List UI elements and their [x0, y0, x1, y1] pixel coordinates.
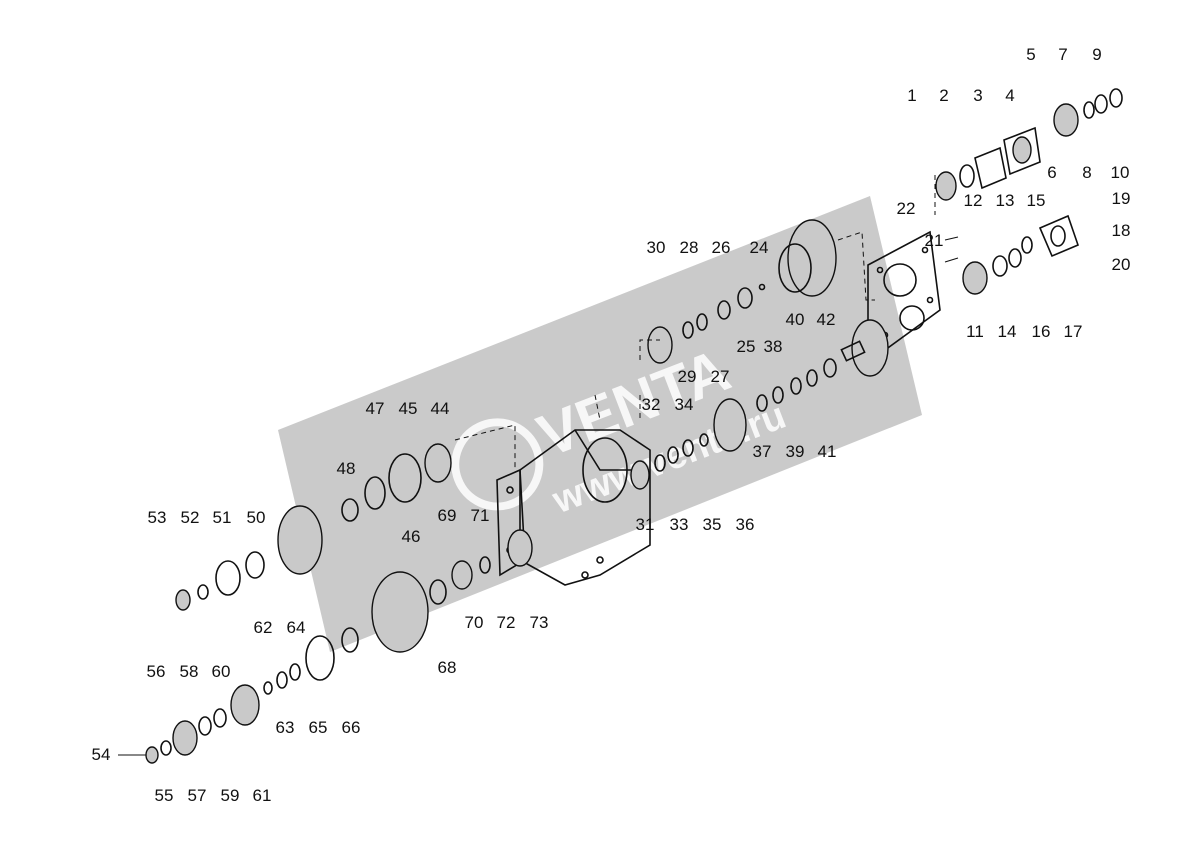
- callout-7: 7: [1058, 45, 1067, 64]
- callout-68: 68: [438, 658, 457, 677]
- callout-2: 2: [939, 86, 948, 105]
- callout-64: 64: [287, 618, 306, 637]
- callout-14: 14: [998, 322, 1017, 341]
- bottom-shaft-group: [118, 627, 359, 764]
- planetary-drum-right: [756, 319, 889, 412]
- callout-13: 13: [996, 191, 1015, 210]
- callout-5: 5: [1026, 45, 1035, 64]
- callout-16: 16: [1032, 322, 1051, 341]
- callout-28: 28: [680, 238, 699, 257]
- callout-27: 27: [711, 367, 730, 386]
- callout-55: 55: [155, 786, 174, 805]
- transmission-housing: [496, 429, 651, 586]
- callout-51: 51: [213, 508, 232, 527]
- callout-19: 19: [1112, 189, 1131, 208]
- callout-9: 9: [1092, 45, 1101, 64]
- countershaft-upper: [647, 219, 837, 364]
- callout-8: 8: [1082, 163, 1091, 182]
- callout-29: 29: [678, 367, 697, 386]
- callout-21: 21: [925, 231, 944, 250]
- callout-66: 66: [342, 718, 361, 737]
- callout-48: 48: [337, 459, 356, 478]
- callout-54: 54: [92, 745, 111, 764]
- callout-59: 59: [221, 786, 240, 805]
- callout-56: 56: [147, 662, 166, 681]
- callout-20: 20: [1112, 255, 1131, 274]
- clutch-drum-lower: [371, 529, 533, 653]
- callout-35: 35: [703, 515, 722, 534]
- callout-24: 24: [750, 238, 769, 257]
- callout-37: 37: [753, 442, 772, 461]
- callout-69: 69: [438, 506, 457, 525]
- callout-22: 22: [897, 199, 916, 218]
- callout-31: 31: [636, 515, 655, 534]
- callout-36: 36: [736, 515, 755, 534]
- callout-50: 50: [247, 508, 266, 527]
- callout-70: 70: [465, 613, 484, 632]
- callout-11: 11: [966, 322, 984, 341]
- callout-15: 15: [1027, 191, 1046, 210]
- callout-46: 46: [402, 527, 421, 546]
- watermark: VENTA www.venta.ru: [278, 196, 922, 652]
- callout-34: 34: [675, 395, 694, 414]
- callout-10: 10: [1111, 163, 1130, 182]
- pump-group: [944, 214, 1079, 295]
- callout-26: 26: [712, 238, 731, 257]
- callout-44: 44: [431, 399, 450, 418]
- callout-57: 57: [188, 786, 207, 805]
- callout-18: 18: [1112, 221, 1131, 240]
- callout-65: 65: [309, 718, 328, 737]
- callout-41: 41: [818, 442, 837, 461]
- watermark-band: [278, 196, 922, 652]
- callout-12: 12: [964, 191, 983, 210]
- output-flange-group: [935, 88, 1123, 201]
- input-bearing-group: [175, 443, 452, 611]
- callout-53: 53: [148, 508, 167, 527]
- callout-63: 63: [276, 718, 295, 737]
- callout-73: 73: [530, 613, 549, 632]
- callout-33: 33: [670, 515, 689, 534]
- assembly-lines: [454, 175, 936, 470]
- callout-52: 52: [181, 508, 200, 527]
- callout-32: 32: [642, 395, 661, 414]
- callout-72: 72: [497, 613, 516, 632]
- callout-58: 58: [180, 662, 199, 681]
- callout-47: 47: [366, 399, 385, 418]
- middle-gear-group: [630, 398, 747, 490]
- callout-42: 42: [817, 310, 836, 329]
- callout-6: 6: [1047, 163, 1056, 182]
- callout-61: 61: [253, 786, 272, 805]
- callout-38: 38: [764, 337, 783, 356]
- callout-3: 3: [973, 86, 982, 105]
- watermark-emblem: [451, 418, 544, 511]
- callout-30: 30: [647, 238, 666, 257]
- callout-4: 4: [1005, 86, 1014, 105]
- callout-71: 71: [471, 506, 490, 525]
- callout-39: 39: [786, 442, 805, 461]
- callout-1: 1: [907, 86, 916, 105]
- callout-62: 62: [254, 618, 273, 637]
- callout-40: 40: [786, 310, 805, 329]
- callout-45: 45: [399, 399, 418, 418]
- callout-25: 25: [737, 337, 756, 356]
- callout-60: 60: [212, 662, 231, 681]
- callout-17: 17: [1064, 322, 1083, 341]
